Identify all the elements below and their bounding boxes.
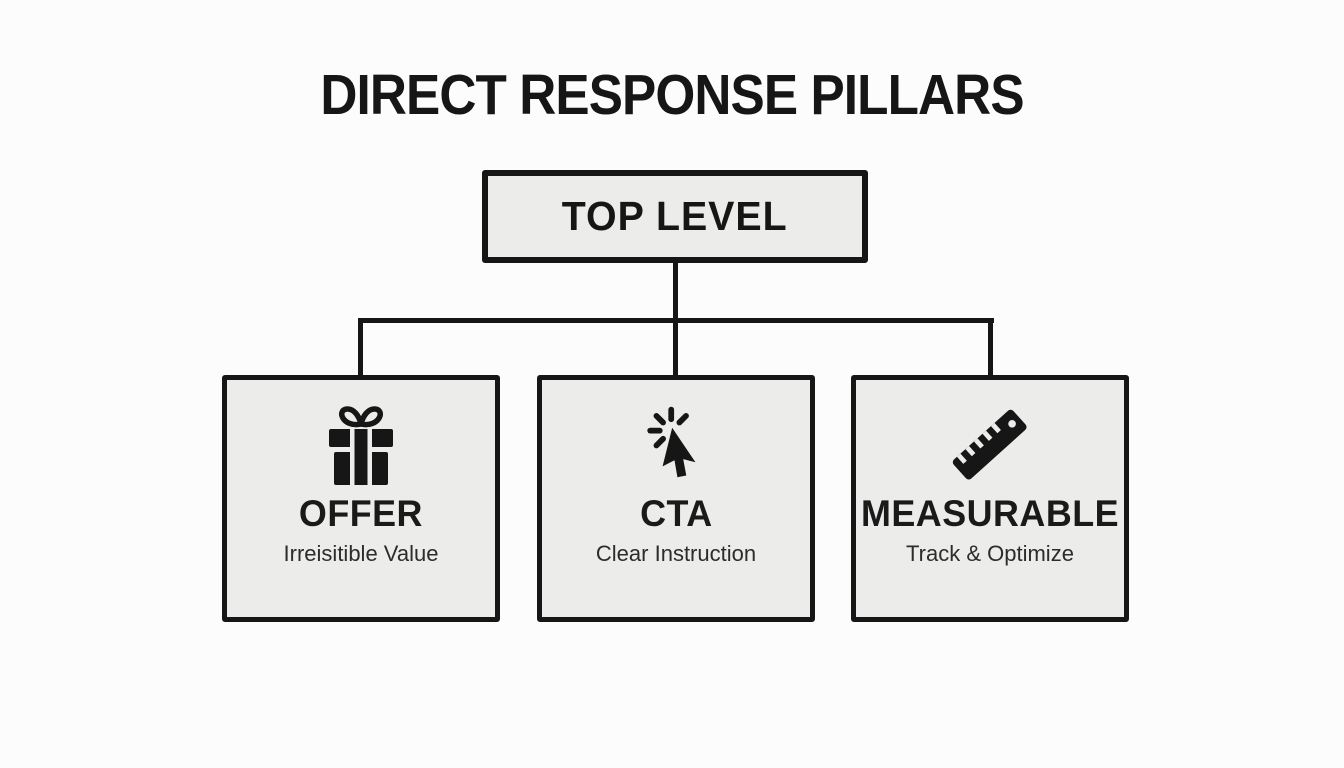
top-level-node: TOP LEVEL xyxy=(482,170,868,263)
pillar-card-cta: CTA Clear Instruction xyxy=(537,375,815,622)
cursor-click-icon xyxy=(633,402,719,488)
pillar-card-measurable: MEASURABLE Track & Optimize xyxy=(851,375,1129,622)
connector-drop-right xyxy=(988,318,993,375)
pillar-subtitle: Track & Optimize xyxy=(906,541,1074,566)
page-title: DIRECT RESPONSE PILLARS xyxy=(320,63,1024,127)
top-level-label: TOP LEVEL xyxy=(562,193,788,239)
ruler-icon xyxy=(947,402,1033,488)
pillar-label: CTA xyxy=(639,493,713,534)
pillar-subtitle: Irreisitible Value xyxy=(283,541,439,566)
connector-stem xyxy=(673,262,678,320)
pillar-card-offer: OFFER Irreisitible Value xyxy=(222,375,500,622)
gift-icon xyxy=(318,402,404,488)
pillar-subtitle: Clear Instruction xyxy=(595,541,757,566)
connector-drop-middle xyxy=(673,318,678,375)
pillar-label: OFFER xyxy=(298,493,424,534)
pillar-label: MEASURABLE xyxy=(860,493,1120,534)
connector-drop-left xyxy=(358,318,363,375)
